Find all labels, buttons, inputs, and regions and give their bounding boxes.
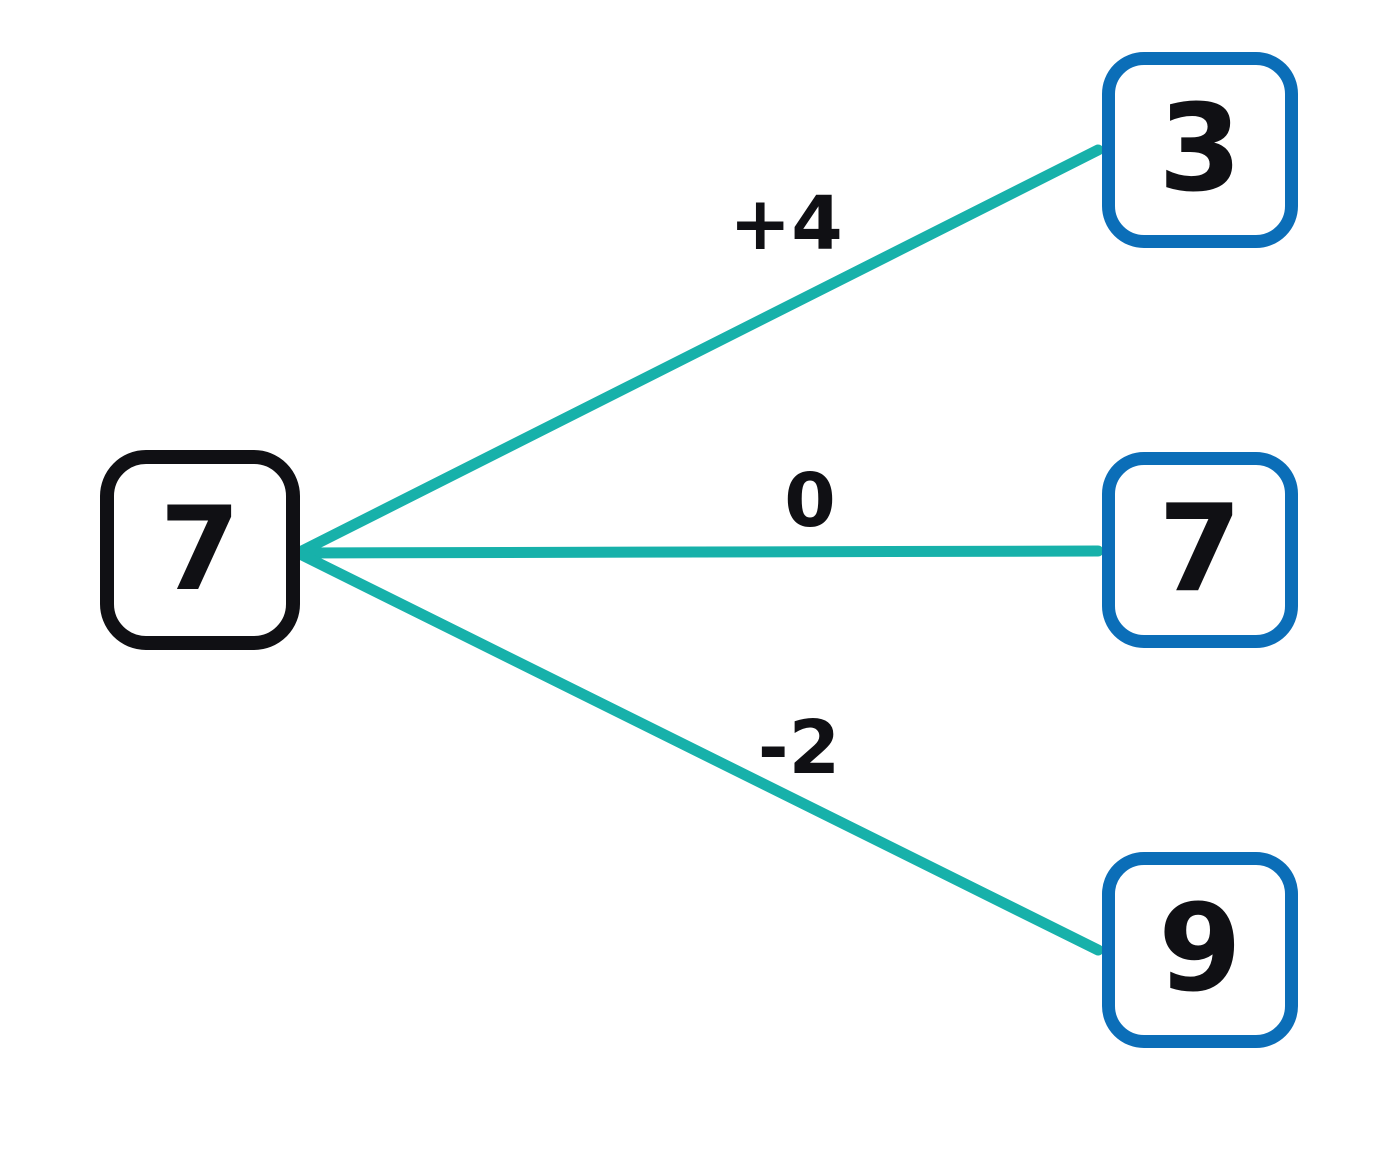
source-node-value: 7 [159, 482, 241, 617]
target-node-3[interactable]: 3 [1102, 52, 1298, 248]
target-node-9[interactable]: 9 [1102, 852, 1298, 1048]
target-node-7[interactable]: 7 [1102, 452, 1298, 648]
edge-label-zero: 0 [784, 458, 836, 544]
source-node: 7 [100, 450, 300, 650]
edge-label-plus4: +4 [729, 181, 843, 267]
edge-line-minus2 [292, 547, 1104, 956]
edge-line-zero [292, 545, 1104, 559]
edge-label-minus2: -2 [757, 705, 841, 791]
target-node-9-value: 9 [1158, 880, 1242, 1019]
target-node-3-value: 3 [1158, 80, 1242, 219]
target-node-7-value: 7 [1158, 480, 1242, 619]
edge-line-plus4 [292, 144, 1104, 559]
